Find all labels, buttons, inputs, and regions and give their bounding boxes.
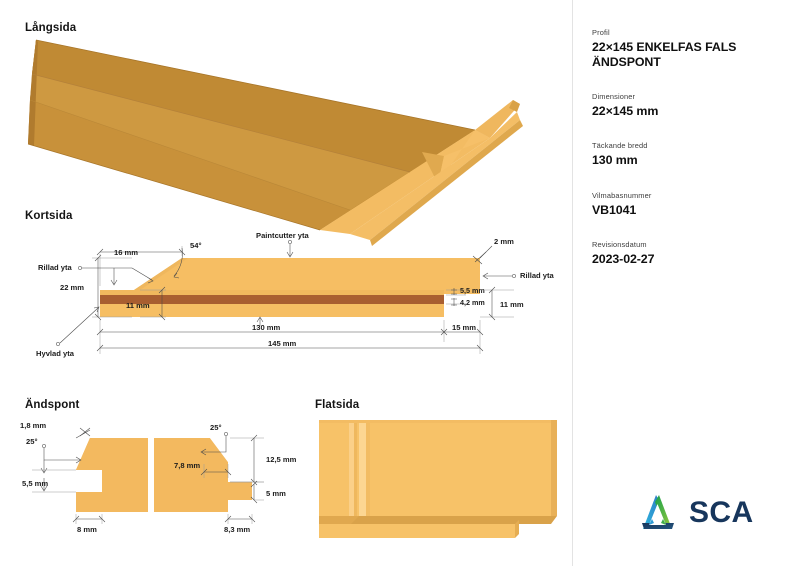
langsida-3d-view xyxy=(27,39,523,246)
info-sidebar: Profil 22×145 ENKELFAS FALS ÄNDSPONT Dim… xyxy=(592,28,782,289)
dim-band-55: 5,5 mm xyxy=(460,286,485,295)
kortsida-cross-section: 22 mm 11 mm 16 mm 54° Rillad yta Hyvlad … xyxy=(36,231,555,358)
field-profil: Profil 22×145 ENKELFAS FALS ÄNDSPONT xyxy=(592,28,782,70)
sca-triangle-logo-icon xyxy=(642,495,674,529)
field-vilmabasnummer: Vilmabasnummer VB1041 xyxy=(592,191,782,218)
profil-line-2: ÄNDSPONT xyxy=(592,55,661,70)
section-title-kortsida: Kortsida xyxy=(25,210,73,222)
dim-height-11-right: 11 mm xyxy=(500,300,524,309)
field-tackande-bredd-value: 130 mm xyxy=(592,153,638,168)
dim-width-8: 8 mm xyxy=(77,525,97,534)
dim-angle-right-25: 25° xyxy=(210,423,221,432)
dim-tongue-78: 7,8 mm xyxy=(174,461,200,470)
dim-angle-left-25: 25° xyxy=(26,437,37,446)
field-profil-value: 22×145 ENKELFAS FALS ÄNDSPONT xyxy=(592,40,782,70)
dim-height-5: 5 mm xyxy=(266,489,286,498)
label-paintcutter-yta: Paintcutter yta xyxy=(256,231,310,240)
flatsida-3d-view xyxy=(319,420,557,538)
field-revisionsdatum: Revisionsdatum 2023-02-27 xyxy=(592,240,782,267)
dim-width-145: 145 mm xyxy=(268,339,297,348)
label-hyvlad-yta: Hyvlad yta xyxy=(36,349,75,358)
field-vilmabasnummer-label: Vilmabasnummer xyxy=(592,190,652,200)
dim-chamfer-18: 1,8 mm xyxy=(20,421,46,430)
andspont-detail-view: 1,8 mm 25° 5,5 mm 8 mm 25° 7,8 mm 12,5 m xyxy=(20,421,297,534)
field-tackande-bredd: Täckande bredd 130 mm xyxy=(592,141,782,168)
field-dimensioner-value: 22×145 mm xyxy=(592,104,659,119)
dim-height-22: 22 mm xyxy=(60,283,84,292)
field-revisionsdatum-label: Revisionsdatum xyxy=(592,239,647,249)
sca-logo: SCA xyxy=(636,492,754,534)
dim-width-130: 130 mm xyxy=(252,323,281,332)
section-title-langsida: Långsida xyxy=(25,22,77,34)
field-dimensioner: Dimensioner 22×145 mm xyxy=(592,92,782,119)
dim-height-125: 12,5 mm xyxy=(266,455,297,464)
profil-line-1: 22×145 ENKELFAS FALS xyxy=(592,40,737,54)
section-title-flatsida: Flatsida xyxy=(315,399,360,411)
sca-wordmark: SCA xyxy=(689,496,754,529)
dim-height-11-left: 11 mm xyxy=(126,301,150,310)
field-profil-label: Profil xyxy=(592,28,610,37)
label-rillad-yta-left: Rillad yta xyxy=(38,263,73,272)
dim-band-42: 4,2 mm xyxy=(460,298,485,307)
dim-width-15: 15 mm xyxy=(452,323,476,332)
dim-angle-54: 54° xyxy=(190,241,201,250)
section-title-andspont: Ändspont xyxy=(25,399,80,411)
field-dimensioner-label: Dimensioner xyxy=(592,92,636,102)
dim-groove-55: 5,5 mm xyxy=(22,479,48,488)
sidebar-divider xyxy=(572,0,573,566)
field-revisionsdatum-value: 2023-02-27 xyxy=(592,251,655,266)
dim-width-83: 8,3 mm xyxy=(224,525,250,534)
dim-width-16: 16 mm xyxy=(114,248,138,257)
dim-edge-2: 2 mm xyxy=(494,237,514,246)
label-rillad-yta-right: Rillad yta xyxy=(520,271,555,280)
field-vilmabasnummer-value: VB1041 xyxy=(592,202,637,217)
field-tackande-bredd-label: Täckande bredd xyxy=(592,141,648,151)
